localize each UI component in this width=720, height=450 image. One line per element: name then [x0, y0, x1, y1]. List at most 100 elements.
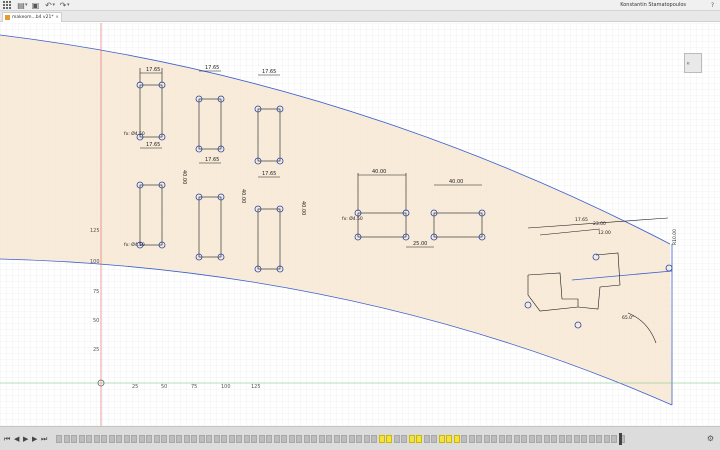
hole-d3[interactable] — [195, 253, 203, 261]
hole-d2[interactable] — [217, 193, 225, 201]
timeline-feature[interactable] — [558, 435, 565, 443]
timeline-feature[interactable] — [56, 435, 62, 443]
timeline-feature[interactable] — [296, 435, 302, 443]
timeline-feature[interactable] — [438, 435, 445, 443]
dim-12[interactable]: 12.00 — [598, 230, 611, 236]
hole-h4[interactable] — [478, 233, 486, 241]
timeline-feature[interactable] — [206, 435, 212, 443]
user-name[interactable]: Konstantin Stamatopoulos — [620, 2, 686, 8]
sketch-slot-2[interactable] — [139, 147, 163, 246]
app-grid-icon[interactable] — [3, 1, 13, 10]
dim-23[interactable]: 23.00 — [593, 221, 606, 227]
timeline-feature[interactable] — [311, 435, 317, 443]
hole-g3[interactable] — [354, 233, 362, 241]
hole-c1[interactable] — [195, 95, 203, 103]
sketch-view[interactable]: 125 100 75 50 25 25 50 75 100 125 17.65 … — [0, 23, 720, 426]
hole-a2[interactable] — [158, 81, 166, 89]
timeline-feature[interactable] — [138, 435, 145, 443]
panel-mid-line[interactable] — [571, 270, 673, 281]
timeline-feature[interactable] — [423, 435, 430, 443]
dim-17-65-b[interactable]: 17.65 — [146, 142, 160, 148]
timeline-feature[interactable] — [191, 435, 197, 443]
design-canvas[interactable]: 125 100 75 50 25 25 50 75 100 125 17.65 … — [0, 23, 720, 426]
timeline-feature[interactable] — [176, 435, 182, 443]
timeline-feature[interactable] — [63, 435, 70, 443]
timeline-feature[interactable] — [326, 435, 332, 443]
timeline-feature[interactable] — [596, 435, 602, 443]
file-icon[interactable]: ▤ — [17, 0, 25, 10]
view-cube[interactable]: ◧ — [684, 53, 702, 73]
timeline-marker[interactable] — [619, 433, 622, 445]
timeline-feature[interactable] — [281, 435, 287, 443]
hole-i2[interactable] — [574, 321, 582, 329]
timeline-feature[interactable] — [116, 435, 122, 443]
dim-17-65-d[interactable]: 17.65 — [205, 157, 219, 163]
timeline-feature[interactable] — [348, 435, 355, 443]
origin-point[interactable] — [97, 379, 105, 387]
hole-g2[interactable] — [402, 209, 410, 217]
timeline-feature[interactable] — [453, 435, 460, 443]
timeline-feature[interactable] — [581, 435, 587, 443]
timeline-feature[interactable] — [588, 435, 595, 443]
timeline-feature[interactable] — [408, 435, 415, 443]
timeline-feature[interactable] — [491, 435, 497, 443]
hole-h3[interactable] — [430, 233, 438, 241]
timeline-feature[interactable] — [356, 435, 362, 443]
timeline-feature[interactable] — [221, 435, 227, 443]
file-menu-caret-icon[interactable]: ▾ — [25, 2, 28, 8]
timeline-feature[interactable] — [386, 435, 392, 443]
timeline-feature[interactable] — [506, 435, 512, 443]
timeline-feature[interactable] — [498, 435, 505, 443]
hole-e2[interactable] — [276, 105, 284, 113]
sketch-slot-6[interactable] — [257, 176, 281, 270]
dim-r10[interactable]: R10.00 — [672, 229, 678, 245]
timeline-next-icon[interactable]: ▶ — [32, 435, 38, 443]
timeline-feature[interactable] — [86, 435, 92, 443]
close-tab-icon[interactable]: × — [55, 15, 59, 20]
dim-40-b[interactable]: 40.00 — [240, 189, 246, 203]
hole-i1[interactable] — [524, 301, 532, 309]
timeline-feature[interactable] — [236, 435, 242, 443]
timeline-settings-icon[interactable]: ⚙ — [706, 434, 714, 443]
redo-icon[interactable]: ↷ — [59, 0, 67, 10]
timeline-feature[interactable] — [333, 435, 340, 443]
hole-i4[interactable] — [665, 264, 673, 272]
dim-40-e[interactable]: 40.00 — [449, 179, 463, 185]
timeline-feature[interactable] — [228, 435, 235, 443]
timeline-feature[interactable] — [303, 435, 310, 443]
hole-b1[interactable] — [136, 181, 144, 189]
timeline-feature[interactable] — [288, 435, 295, 443]
sketch-angled-profile[interactable] — [527, 217, 669, 344]
timeline-feature[interactable] — [521, 435, 527, 443]
timeline-feature[interactable] — [566, 435, 572, 443]
hole-c2[interactable] — [217, 95, 225, 103]
timeline-feature[interactable] — [476, 435, 482, 443]
dim-17-65-g[interactable]: 17.65 — [575, 217, 588, 223]
timeline-feature[interactable] — [416, 435, 422, 443]
hole-c3[interactable] — [195, 145, 203, 153]
timeline-feature[interactable] — [611, 435, 617, 443]
timeline-feature[interactable] — [123, 435, 130, 443]
timeline-prev-icon[interactable]: ◀ — [14, 435, 20, 443]
timeline-feature[interactable] — [131, 435, 137, 443]
sketch-slot-8[interactable] — [406, 184, 483, 248]
hole-h1[interactable] — [430, 209, 438, 217]
timeline-feature[interactable] — [446, 435, 452, 443]
timeline-feature[interactable] — [513, 435, 520, 443]
timeline-play-icon[interactable]: ▶ — [23, 435, 29, 443]
timeline-feature[interactable] — [363, 435, 370, 443]
hole-e1[interactable] — [254, 105, 262, 113]
timeline-feature[interactable] — [258, 435, 265, 443]
timeline-feature[interactable] — [543, 435, 550, 443]
dim-40-c[interactable]: 40.00 — [300, 201, 306, 215]
dim-17-65-c[interactable]: 17.65 — [205, 65, 219, 71]
sketch-slot-3[interactable] — [198, 70, 222, 150]
timeline-feature[interactable] — [101, 435, 107, 443]
sketch-slot-4[interactable] — [198, 162, 222, 258]
hole-e4[interactable] — [276, 157, 284, 165]
timeline-feature[interactable] — [71, 435, 77, 443]
timeline-feature[interactable] — [266, 435, 272, 443]
redo-caret-icon[interactable]: ▾ — [67, 2, 70, 8]
hole-f3[interactable] — [254, 265, 262, 273]
dim-17-65-f[interactable]: 17.65 — [262, 171, 276, 177]
